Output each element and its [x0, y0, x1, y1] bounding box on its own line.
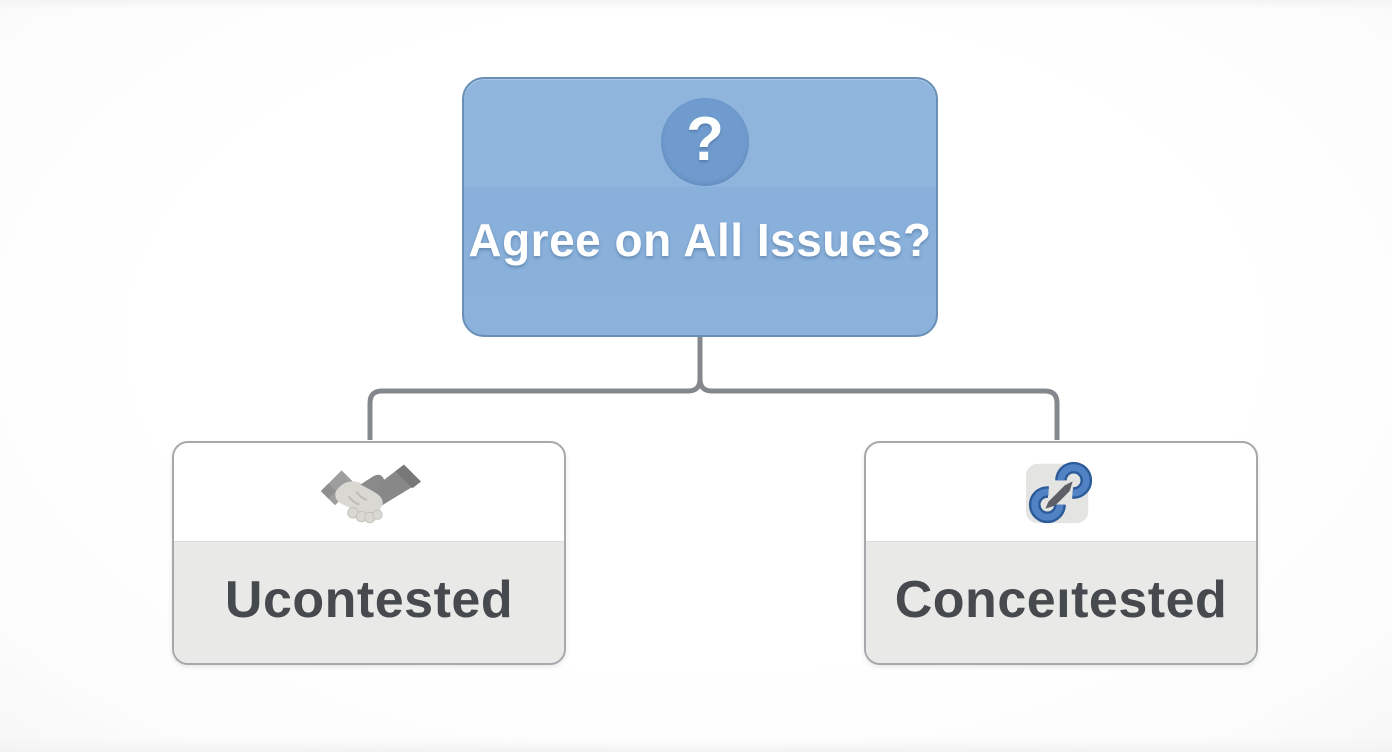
- branch-icon-area: [866, 443, 1256, 543]
- connector-right: [697, 337, 1060, 440]
- decision-label: Agree on All Issues?: [468, 214, 932, 266]
- branch-icon-area: [174, 443, 564, 543]
- bottom-edge-artifact: [0, 738, 1392, 752]
- decision-node-agree-on-all-issues: ? Agree on All Issues?: [462, 77, 938, 337]
- branch-label-band: Ucontested: [174, 541, 564, 663]
- chain-link-icon: [1025, 461, 1093, 524]
- top-edge-artifact: [0, 0, 1392, 10]
- branch-label-band: Conceıtested: [866, 541, 1256, 663]
- connector-left: [367, 337, 703, 440]
- branch-node-contested: Conceıtested: [864, 441, 1258, 665]
- branch-label-uncontested: Ucontested: [224, 570, 514, 629]
- question-mark-icon: ?: [661, 98, 749, 186]
- branch-node-uncontested: Ucontested: [172, 441, 566, 665]
- question-mark-glyph: ?: [686, 105, 724, 174]
- handshake-icon: [320, 464, 421, 524]
- branch-label-contested: Conceıtested: [894, 570, 1228, 629]
